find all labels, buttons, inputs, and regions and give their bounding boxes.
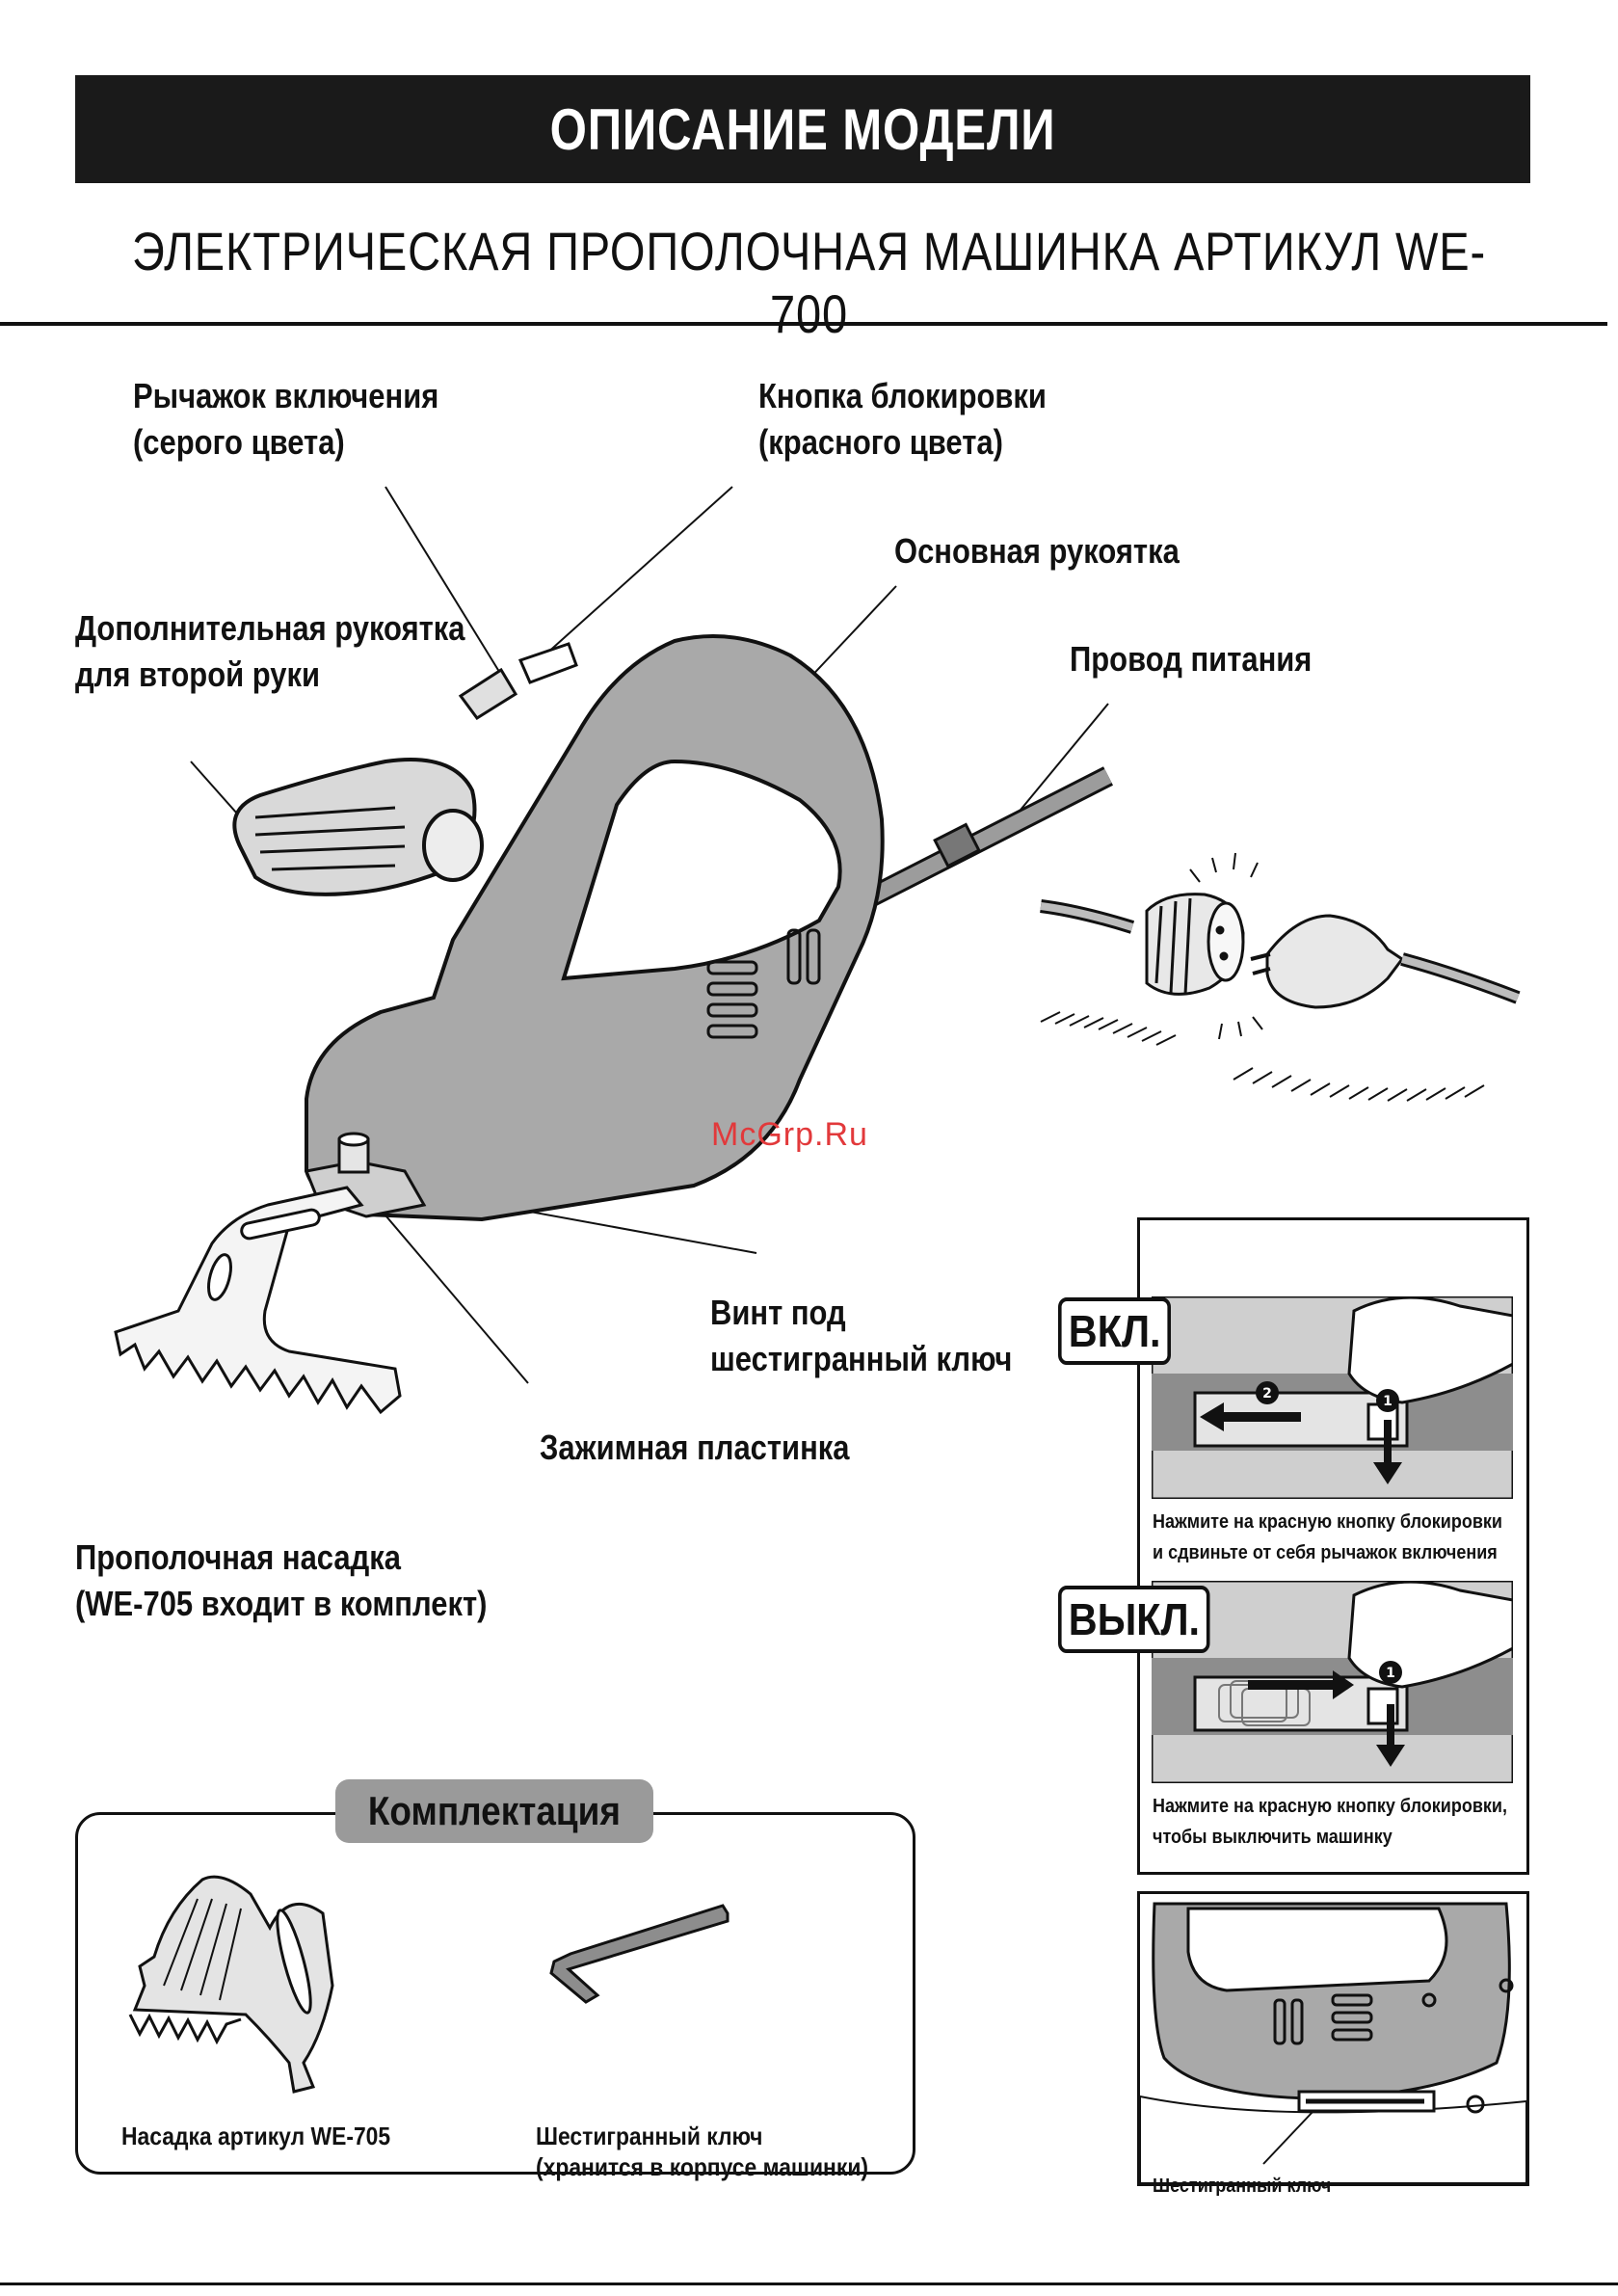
kit-title: Комплектация	[367, 1788, 622, 1833]
weeding-attachment-illustration	[128, 1875, 334, 2094]
step-number: 2	[1262, 1386, 1272, 1402]
label-switch-lever: Рычажок включения (серого цвета)	[133, 376, 439, 462]
on-badge: ВКЛ.	[1058, 1297, 1172, 1365]
watermark: McGrp.Ru	[711, 1116, 868, 1153]
product-subtitle: ЭЛЕКТРИЧЕСКАЯ ПРОПОЛОЧНАЯ МАШИНКА АРТИКУ…	[131, 221, 1487, 344]
label-clamp-plate: Зажимная пластинка	[540, 1428, 850, 1467]
kit-item-attachment-caption: Насадка артикул WE-705	[121, 2122, 391, 2150]
label-power-cord: Провод питания	[1070, 639, 1313, 679]
off-switch-illustration: 1	[1152, 1581, 1513, 1783]
bottom-divider	[0, 2283, 1618, 2285]
page-title: ОПИСАНИЕ МОДЕЛИ	[549, 96, 1056, 162]
step-number: 1	[1383, 1394, 1393, 1409]
on-switch-illustration: 2 1	[1152, 1296, 1513, 1499]
label-lock-button: Кнопка блокировки (красного цвета)	[758, 376, 1047, 462]
hex-key-illustration	[549, 1904, 729, 2004]
plug-illustration	[1040, 852, 1521, 1102]
label-hex-screw: Винт под шестигранный ключ	[710, 1293, 1013, 1378]
off-caption: Нажмите на красную кнопку блокировки, чт…	[1153, 1796, 1507, 1848]
label-weeding-attachment: Прополочная насадка (WE-705 входит в ком…	[75, 1537, 488, 1623]
divider	[0, 322, 1607, 326]
on-caption: Нажмите на красную кнопку блокировки и с…	[1153, 1511, 1502, 1563]
kit-title-badge: Комплектация	[335, 1779, 653, 1843]
hex-key-storage-panel	[1137, 1891, 1529, 2186]
step-number: 1	[1386, 1666, 1395, 1681]
header-bar: ОПИСАНИЕ МОДЕЛИ	[75, 75, 1530, 183]
kit-item-hex-key-caption: Шестигранный ключ (хранится в корпусе ма…	[536, 2122, 869, 2181]
label-aux-handle: Дополнительная рукоятка для второй руки	[75, 608, 465, 694]
label-main-handle: Основная рукоятка	[894, 531, 1180, 571]
storage-caption: Шестигранный ключ	[1153, 2176, 1332, 2197]
off-badge: ВЫКЛ.	[1058, 1586, 1210, 1653]
hex-key-storage-illustration	[1140, 1894, 1526, 2183]
